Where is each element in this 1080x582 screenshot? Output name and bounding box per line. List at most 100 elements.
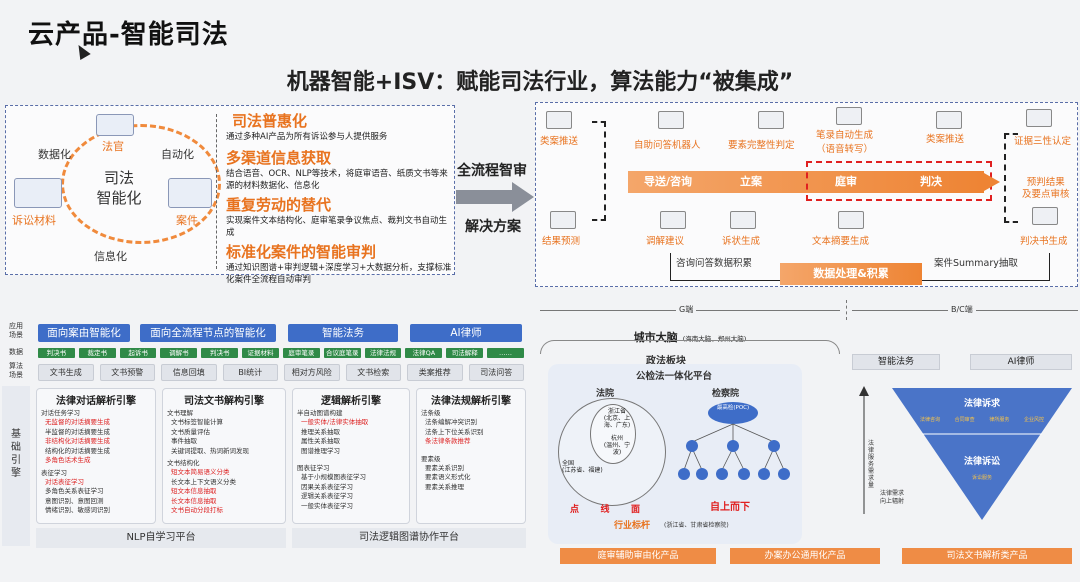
engine-item: 属性关系抽取 (301, 437, 340, 445)
court-national: 全国 (562, 460, 575, 467)
platform-logic: 司法逻辑图谱协作平台 (292, 528, 526, 548)
case-files-icon (168, 178, 212, 208)
algo-tag[interactable]: BI统计 (222, 364, 278, 381)
engine-item: 多角色话术生成 (45, 456, 91, 464)
algo-tag[interactable]: 司法问答 (468, 364, 524, 381)
tri-top-item: 法律咨询 (920, 417, 941, 423)
plane-label: 面 (630, 505, 640, 515)
court-city-sub: (温州、宁波) (603, 442, 631, 456)
scenario-button-4[interactable]: AI律师 (410, 324, 522, 342)
feature-title-3: 重复劳动的替代 (226, 196, 332, 214)
g-end-label: G端 (676, 304, 697, 315)
algo-tag-row: 文书生成 文书预警 信息回填 BI统计 相对方风险 文书检索 类案推荐 司法问答 (38, 364, 524, 381)
algo-tag[interactable]: 类案推荐 (407, 364, 463, 381)
algo-tag[interactable]: 信息回填 (161, 364, 217, 381)
data-tag: 判决书 (38, 348, 75, 358)
flow-arrow-icon (984, 173, 1000, 191)
flow-step-trial: 庭审 (835, 175, 857, 188)
engine-title: 逻辑解析引擎 (321, 396, 381, 407)
tree-node (696, 468, 708, 480)
algo-tag[interactable]: 文书检索 (345, 364, 401, 381)
right-arrow-icon (456, 182, 534, 212)
bc-end-label: B/C端 (948, 304, 976, 315)
engine-item: 文书质量评估 (171, 427, 210, 436)
engine-item: 图谱推理学习 (301, 446, 340, 455)
engine-item: 一般实体/法律实体抽取 (301, 418, 369, 426)
scenario-button-3[interactable]: 智能法务 (288, 324, 398, 342)
scenario-button-2[interactable]: 面向全流程节点的智能化 (140, 324, 276, 342)
segment-divider (846, 300, 847, 320)
engine-card-dialog: 法律对话解析引擎 对话任务学习 无监督的对话摘要生成 半监督的对话摘要生成 非结… (36, 388, 156, 524)
triangle-mid-item: 诉讼服务 (971, 475, 992, 481)
engine-title: 司法文书解构引擎 (184, 396, 264, 407)
product-bar-1: 庭审辅助审由化产品 (560, 548, 716, 564)
data-tag: 起诉书 (119, 348, 157, 358)
right-bracket (1004, 133, 1018, 223)
engine-card-logic: 逻辑解析引擎 半自动图谱构建 一般实体/法律实体抽取 推理关系抽取 属性关系抽取… (292, 388, 410, 524)
politics-label: 政法板块 (646, 356, 686, 367)
court-city: 杭州 (610, 435, 623, 442)
top-label-6: 证据三性认定 (1014, 136, 1072, 147)
engine-item: 非结构化对话摘要生成 (45, 437, 110, 445)
bc-button-lawyer[interactable]: AI律师 (970, 354, 1072, 370)
feature-list: 司法普惠化 通过多种AI产品为所有诉讼参与人提供服务 多渠道信息获取 结合语音、… (226, 110, 452, 286)
engine-item: 逻辑关系表征学习 (301, 492, 353, 500)
tri-top-item: 企业风控 (1023, 417, 1044, 423)
tree-node (738, 468, 750, 480)
benchmark-label: 行业标杆 (614, 521, 651, 531)
bc-button-legal[interactable]: 智能法务 (852, 354, 940, 370)
court-province: 浙江省 (607, 408, 626, 415)
verdict-doc-icon (1032, 207, 1058, 225)
engine-item: 文书自动分段打标 (171, 506, 223, 514)
data-tag: 判决书 (201, 348, 239, 358)
engine-item: 意图识别、意图回测 (45, 496, 104, 505)
engine-item: 法条上下位关系识别 (425, 427, 484, 436)
engine-item: 长文本信息抽取 (171, 496, 217, 505)
engine-section-title: 半自动图谱构建 (297, 409, 343, 417)
algo-tag[interactable]: 文书预警 (99, 364, 155, 381)
court-national-sub: (江苏省、福建) (562, 467, 603, 474)
court-label: 法院 (596, 389, 615, 399)
procuratorate-label: 检察院 (712, 389, 740, 399)
judge-icon (96, 114, 134, 136)
algo-tag[interactable]: 相对方风险 (284, 364, 340, 381)
bottom-label-2: 调解建议 (646, 236, 685, 247)
engine-section-title: 文书理解 (167, 409, 193, 417)
engine-card-law: 法律法规解析引擎 法条级 法条编解冲突识别 法条上下位关系识别 条法律条款推荐 … (416, 388, 526, 524)
document-stack-icon (14, 178, 62, 208)
engine-item: 长文本上下文语义分类 (171, 477, 236, 486)
engine-item: 要素关系推理 (425, 482, 464, 491)
court-inner-circle (590, 404, 636, 464)
algo-tag[interactable]: 文书生成 (38, 364, 94, 381)
city-brain-arc (540, 340, 840, 354)
data-tag: 合议庭笔录 (323, 348, 361, 358)
engine-item: 半监督的对话摘要生成 (45, 427, 110, 436)
flow-step-filing: 立案 (740, 175, 762, 188)
engine-item: 对话表征学习 (45, 477, 84, 486)
right-side-label: 预判结果 及要点审核 (1022, 177, 1070, 200)
bottom-label-3: 诉状生成 (722, 236, 761, 247)
platform-title: 公检法一体化平台 (636, 371, 713, 382)
top-label-2: 自助问答机器人 (634, 140, 701, 151)
mediation-icon (660, 211, 686, 229)
top-label-4: 笔录自动生成 （语音转写） (816, 130, 874, 155)
checklist-icon (758, 111, 784, 129)
scenario-button-1[interactable]: 面向案由智能化 (38, 324, 130, 342)
robot-icon (658, 111, 684, 129)
node-litigation-material: 诉讼材料 (12, 214, 56, 227)
engine-item: 短文本简易语义分类 (171, 468, 230, 476)
tree-node (678, 468, 690, 480)
feature-title-2: 多渠道信息获取 (226, 149, 332, 167)
tri-top-item: 律所服务 (989, 417, 1010, 423)
right-note: 案件Summary抽取 (934, 258, 1018, 269)
engine-item: 因果关系表征学习 (301, 482, 353, 491)
engine-section-title: 对话任务学习 (41, 409, 80, 417)
node-digital: 数据化 (38, 148, 71, 161)
feature-title-4: 标准化案件的智能审判 (226, 243, 377, 261)
feature-desc-4: 通过知识图谱+审判逻辑+深度学习+大数据分析，支撑标准化案件全流程自动审判 (226, 263, 452, 285)
similar-case-icon (546, 111, 572, 129)
engine-side-strip (2, 386, 30, 546)
y-bottom-label: 法律需求 向上辐射 (880, 490, 905, 505)
node-case: 案件 (176, 214, 198, 227)
engine-item: 无监督的对话摘要生成 (45, 418, 110, 426)
